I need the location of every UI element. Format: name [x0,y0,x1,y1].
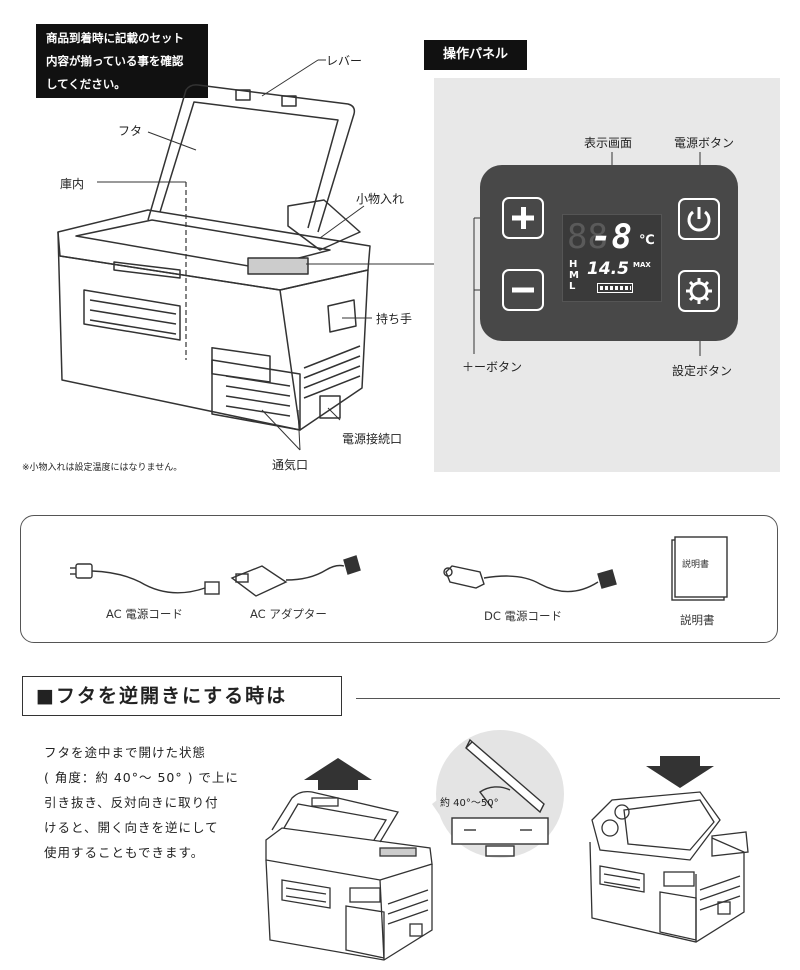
power-icon [687,207,711,232]
instruction-line-3: 引き抜き、反対向きに取り付 [44,795,219,810]
power-button[interactable] [678,198,720,240]
label-power-button: 電源ボタン [674,136,735,150]
main-temperature: -8 [591,217,632,257]
label-lever: レバー [326,54,363,68]
level-m: M [569,270,579,281]
sub-tag: MAX [633,261,651,269]
accessory-label-manual: 説明書 [680,613,715,627]
plus-icon [512,207,534,229]
label-plus-minus: ＋ーボタン [462,360,523,374]
set-contents-notice: 商品到着時に記載のセット 内容が揃っている事を確認 してください。 [36,24,208,98]
instruction-line-2: ( 角度：約 40°〜 50° ) で上に [44,770,239,785]
lift-up-arrow-icon [304,758,372,790]
battery-icon [597,283,633,293]
label-display: 表示画面 [584,136,633,150]
label-handle: 持ち手 [376,312,413,326]
reverse-lid-heading-box [22,676,342,716]
minus-button[interactable] [502,269,544,311]
angle-label: 約 40°〜50° [440,798,499,809]
sub-value: 14.5 [587,259,629,279]
ac-adapter-icon [230,555,361,597]
accessory-label-ac-adapter: AC アダプター [250,607,327,621]
plus-button[interactable] [502,197,544,239]
level-l: L [569,281,576,292]
settings-button[interactable] [678,270,720,312]
minus-icon [512,287,534,293]
label-lid: フタ [118,124,143,138]
dc-power-cord-icon [443,565,617,593]
label-settings-button: 設定ボタン [672,364,733,378]
level-indicators: H M L [569,259,579,292]
instruction-line-1: フタを途中まで開けた状態 [44,745,207,760]
accessory-label-ac-cord: AC 電源コード [106,607,183,621]
ac-power-cord-icon [70,563,220,595]
reverse-lid-instructions: フタを途中まで開けた状態 ( 角度：約 40°〜 50° ) で上に 引き抜き、… [44,740,254,865]
notice-line-1: 商品到着時に記載のセット [46,31,184,45]
label-small-box: 小物入れ [356,192,405,206]
fridge-diagram [57,59,434,451]
push-down-arrow-icon [646,756,714,788]
lcd-display: 88 -8 ℃ H M L 14.5 MAX [562,214,662,302]
label-vent: 通気口 [272,458,309,472]
accessories-box [20,515,778,643]
temperature-unit: ℃ [639,233,655,248]
manual-icon [671,536,728,601]
heading-rule [356,698,780,699]
level-h: H [569,259,578,270]
instruction-line-4: けると、開く向きを逆にして [44,820,219,835]
gear-icon [686,278,712,304]
notice-line-3: してください。 [46,77,126,91]
small-box-footnote: ※小物入れは設定温度にはなりません。 [22,463,183,473]
label-power-port: 電源接続口 [342,432,403,446]
accessory-label-dc-cord: DC 電源コード [484,609,563,623]
instruction-line-5: 使用することもできます。 [44,845,205,860]
manual-cover-label: 説明書 [682,560,710,570]
label-interior: 庫内 [60,177,85,191]
notice-line-2: 内容が揃っている事を確認 [46,54,184,68]
reverse-lid-heading: ■フタを逆開きにする時は [36,685,288,707]
control-panel-tag: 操作パネル [424,40,527,70]
